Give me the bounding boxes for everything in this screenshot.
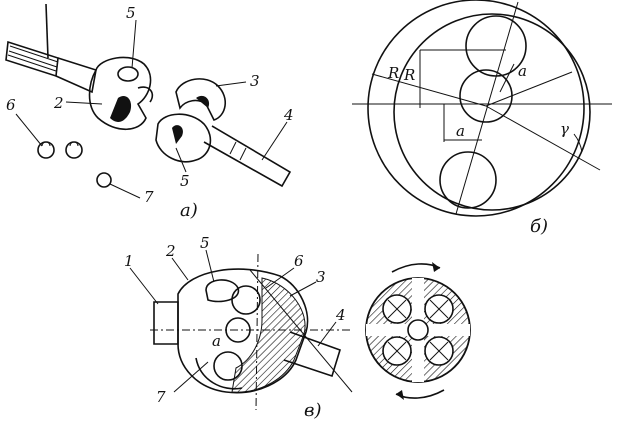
label-7: 7 xyxy=(144,188,154,206)
label-c-3: 3 xyxy=(316,268,326,286)
ball-circle-bottom xyxy=(439,151,497,209)
caption-b: б) xyxy=(530,216,548,237)
inclined-center-line xyxy=(249,269,353,393)
panel-b-geometry: R R a a γ б) xyxy=(352,0,612,237)
cross-section-view xyxy=(365,262,471,400)
center-ball xyxy=(407,319,429,341)
label-c-1: 1 xyxy=(124,252,134,270)
leader-3 xyxy=(289,281,317,297)
label-c-7: 7 xyxy=(156,388,166,406)
caption-a: а) xyxy=(180,200,198,221)
label-c-2: 2 xyxy=(165,242,176,260)
panel-a-exploded-view: 5 2 3 4 5 6 7 а) xyxy=(5,3,294,221)
ball-top xyxy=(231,285,261,315)
label-a-bottom: a xyxy=(456,122,465,140)
retaining-arc xyxy=(195,357,243,390)
leader-5 xyxy=(205,249,215,283)
label-6: 6 xyxy=(6,96,16,114)
label-3: 3 xyxy=(250,72,260,90)
pocket-crosses xyxy=(387,299,449,361)
leader-6 xyxy=(265,267,295,289)
label-gamma: γ xyxy=(560,120,569,138)
slot xyxy=(205,279,240,303)
label-a-right: a xyxy=(518,62,527,80)
inclined-axis xyxy=(455,1,519,215)
radius-R-left xyxy=(371,73,487,107)
leader-1 xyxy=(129,267,159,305)
dimension-a-right xyxy=(499,63,515,93)
leader-7 xyxy=(173,361,209,393)
loose-balls xyxy=(37,141,112,188)
label-5-bottom: 5 xyxy=(180,172,190,190)
fork-with-slots xyxy=(88,56,154,131)
label-c-4: 4 xyxy=(335,306,346,324)
leader-4 xyxy=(317,321,337,347)
gamma-arc xyxy=(573,133,583,153)
outer-circle-left xyxy=(367,0,585,217)
label-2: 2 xyxy=(53,94,64,112)
label-c-a: a xyxy=(212,332,221,350)
label-c-6: 6 xyxy=(294,252,304,270)
label-R-2: R xyxy=(403,66,415,84)
outer-circle-right xyxy=(393,13,591,211)
right-shaft xyxy=(283,331,341,378)
caption-c: в) xyxy=(304,400,322,421)
label-4: 4 xyxy=(283,106,294,124)
leader-2 xyxy=(171,257,189,281)
gamma-ray xyxy=(485,105,601,171)
left-shaft-stub xyxy=(153,301,179,345)
label-5-top: 5 xyxy=(126,4,136,22)
panel-a-leaders xyxy=(15,19,288,199)
ball-circle-top xyxy=(465,15,527,77)
arrowhead-bottom xyxy=(396,390,404,400)
hatched-section xyxy=(231,277,306,393)
arrowhead-top xyxy=(432,262,440,272)
second-fork xyxy=(155,78,292,188)
panel-c-assembly: 1 2 5 6 3 4 7 a в) xyxy=(124,234,353,421)
label-R-1: R xyxy=(387,64,399,82)
ball-circle-center xyxy=(459,69,513,123)
label-c-5: 5 xyxy=(200,234,210,252)
radius-R-right xyxy=(485,71,573,107)
splined-shaft xyxy=(5,3,97,94)
joint-body xyxy=(177,268,309,394)
ball-bottom xyxy=(213,351,243,381)
vertical-center-line xyxy=(255,253,259,411)
